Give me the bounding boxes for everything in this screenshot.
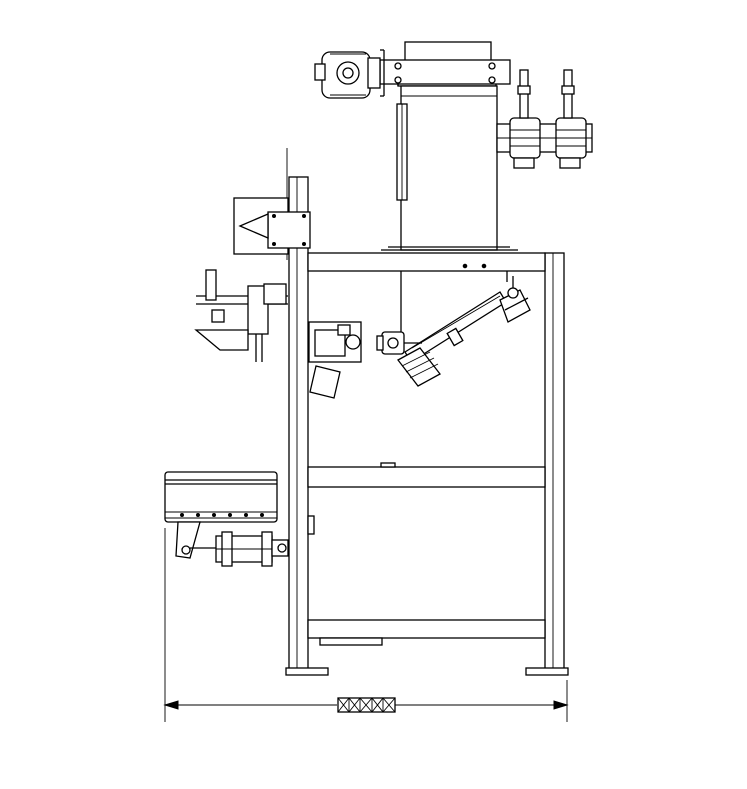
- sight-glass: [396, 103, 408, 201]
- top-drive-motor: [314, 49, 385, 99]
- bag-platform: [164, 471, 278, 523]
- discharge-chute: [400, 271, 508, 340]
- overall-width-dimension: [163, 528, 569, 722]
- bag-clamp-assembly: [376, 276, 531, 387]
- dimension-arrow-right: [553, 700, 569, 710]
- control-box-upper: [233, 197, 311, 255]
- main-frame: [285, 148, 569, 676]
- lower-cylinder: [175, 521, 289, 567]
- dimension-arrow-left: [163, 700, 179, 710]
- inlet-pipe-valves: [496, 69, 593, 169]
- hopper-silo: [379, 41, 518, 251]
- bag-spout-left: [308, 321, 362, 399]
- left-arm-assembly: [194, 269, 288, 362]
- dimension-value-placeholder: [337, 697, 396, 713]
